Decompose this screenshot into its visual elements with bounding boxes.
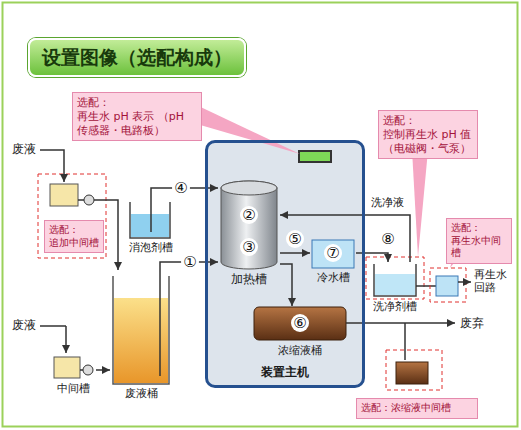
- waste-bucket: 废液桶: [110, 272, 172, 402]
- concentrate-option-tank: [396, 362, 428, 384]
- heating-tank: ② ③ 加热槽: [218, 180, 280, 288]
- callout-text: 追加中间槽: [49, 237, 99, 250]
- part-label: 中间槽: [57, 382, 90, 395]
- pump: [83, 365, 93, 375]
- part-label: 废液桶: [125, 387, 158, 400]
- callout-text: 再生水 pH 表示 （pH 传感器・电路板）: [77, 110, 197, 138]
- cleaning-container: [374, 264, 416, 296]
- unit-label: 装置主机: [261, 365, 309, 379]
- pipe: [65, 326, 67, 353]
- option-tank: [50, 184, 78, 206]
- callout-number: ⑦: [324, 244, 342, 262]
- callout-text: 选配：: [49, 224, 99, 237]
- pipe-connector: [280, 215, 410, 262]
- option-dashed-frame: [366, 257, 424, 299]
- flow-label: 废弃: [460, 316, 484, 330]
- defoamer-container: [130, 202, 170, 238]
- option-callout: 选配：再生水中间槽: [446, 218, 512, 264]
- pipe: [404, 323, 406, 360]
- callout-text: 选配：浓缩液中间槽: [361, 402, 473, 415]
- pipe: [150, 198, 152, 232]
- part-label: 洗净剂槽: [373, 300, 417, 313]
- callout-number: ④: [172, 179, 190, 197]
- pipe-connector: [356, 253, 388, 262]
- part-label: 浓缩液桶: [278, 344, 322, 357]
- pump: [84, 195, 94, 205]
- pipe: [40, 325, 66, 327]
- part-label: 消泡剂槽: [129, 241, 173, 254]
- flow-label: 废液: [12, 318, 36, 332]
- cylinder-top: [221, 181, 277, 195]
- regen-tank: [436, 276, 458, 296]
- option-callout: 选配：控制再生水 pH 值 （电磁阀・气泵）: [378, 110, 478, 159]
- callout-number: ②: [240, 206, 258, 224]
- option-dashed-frame: [38, 174, 106, 258]
- pipe: [159, 272, 161, 376]
- option-callout: 选配：追加中间槽: [44, 220, 104, 253]
- callout-text: 选配：: [383, 114, 473, 128]
- cleaning-liquid: [375, 274, 415, 295]
- intermediate-tank: 中间槽: [50, 355, 96, 397]
- callout-number: ①: [181, 253, 199, 271]
- callout-text: 控制再生水 pH 值 （电磁阀・气泵）: [383, 128, 473, 156]
- callout-text: 再生水中间槽: [451, 235, 507, 260]
- housing-fill: [207, 142, 364, 387]
- option-dashed-frame: [430, 268, 466, 302]
- defoamer-liquid: [131, 214, 169, 237]
- callout-text: 选配：: [451, 222, 507, 235]
- pipe-connector: [280, 252, 310, 254]
- cleaning-agent-tank: 洗净剂槽: [370, 262, 420, 314]
- ph-display-screen: [300, 152, 330, 161]
- concentrate-body: [254, 307, 346, 340]
- pipe-connector: [280, 264, 292, 306]
- callout-pointer: [412, 150, 428, 257]
- main-unit-housing: 装置主机 ② ③ 加热槽 ⑦ 冷水槽 ⑥ 浓缩液桶: [205, 140, 365, 388]
- flow-label: 再生水回路: [474, 268, 510, 294]
- concentrate-bucket: ⑥ 浓缩液桶: [250, 306, 350, 362]
- callout-number: ⑧: [379, 230, 397, 248]
- pipe: [40, 150, 64, 182]
- flow-label: 洗净液: [369, 196, 406, 209]
- cold-tank-body: [312, 240, 354, 268]
- diagram-title: 设置图像（选配构成）: [28, 38, 246, 77]
- callout-number: ③: [240, 238, 258, 256]
- part-label: 加热槽: [231, 273, 267, 287]
- callout-text: 选配：: [77, 96, 197, 110]
- pipe: [458, 281, 471, 283]
- heating-cylinder: [221, 181, 277, 269]
- pipe-connector: [96, 369, 110, 371]
- ph-display-frame: [298, 150, 332, 163]
- defoamer-tank: 消泡剂槽: [124, 198, 178, 256]
- part-label: 冷水槽: [317, 271, 350, 284]
- flow-label: 废液: [12, 142, 36, 156]
- option-callout: 选配：再生水 pH 表示 （pH 传感器・电路板）: [72, 92, 202, 141]
- pipe: [416, 285, 436, 287]
- cold-water-tank: ⑦ 冷水槽: [310, 238, 356, 286]
- pipe: [78, 199, 84, 201]
- callout-number: ⑥: [291, 314, 309, 332]
- option-dashed-frame: [386, 350, 442, 390]
- frame: [3, 3, 518, 427]
- option-callout: 选配：浓缩液中间槽: [356, 398, 478, 419]
- callout-number: ⑤: [286, 230, 304, 248]
- intermediate-tank-body: [54, 357, 80, 378]
